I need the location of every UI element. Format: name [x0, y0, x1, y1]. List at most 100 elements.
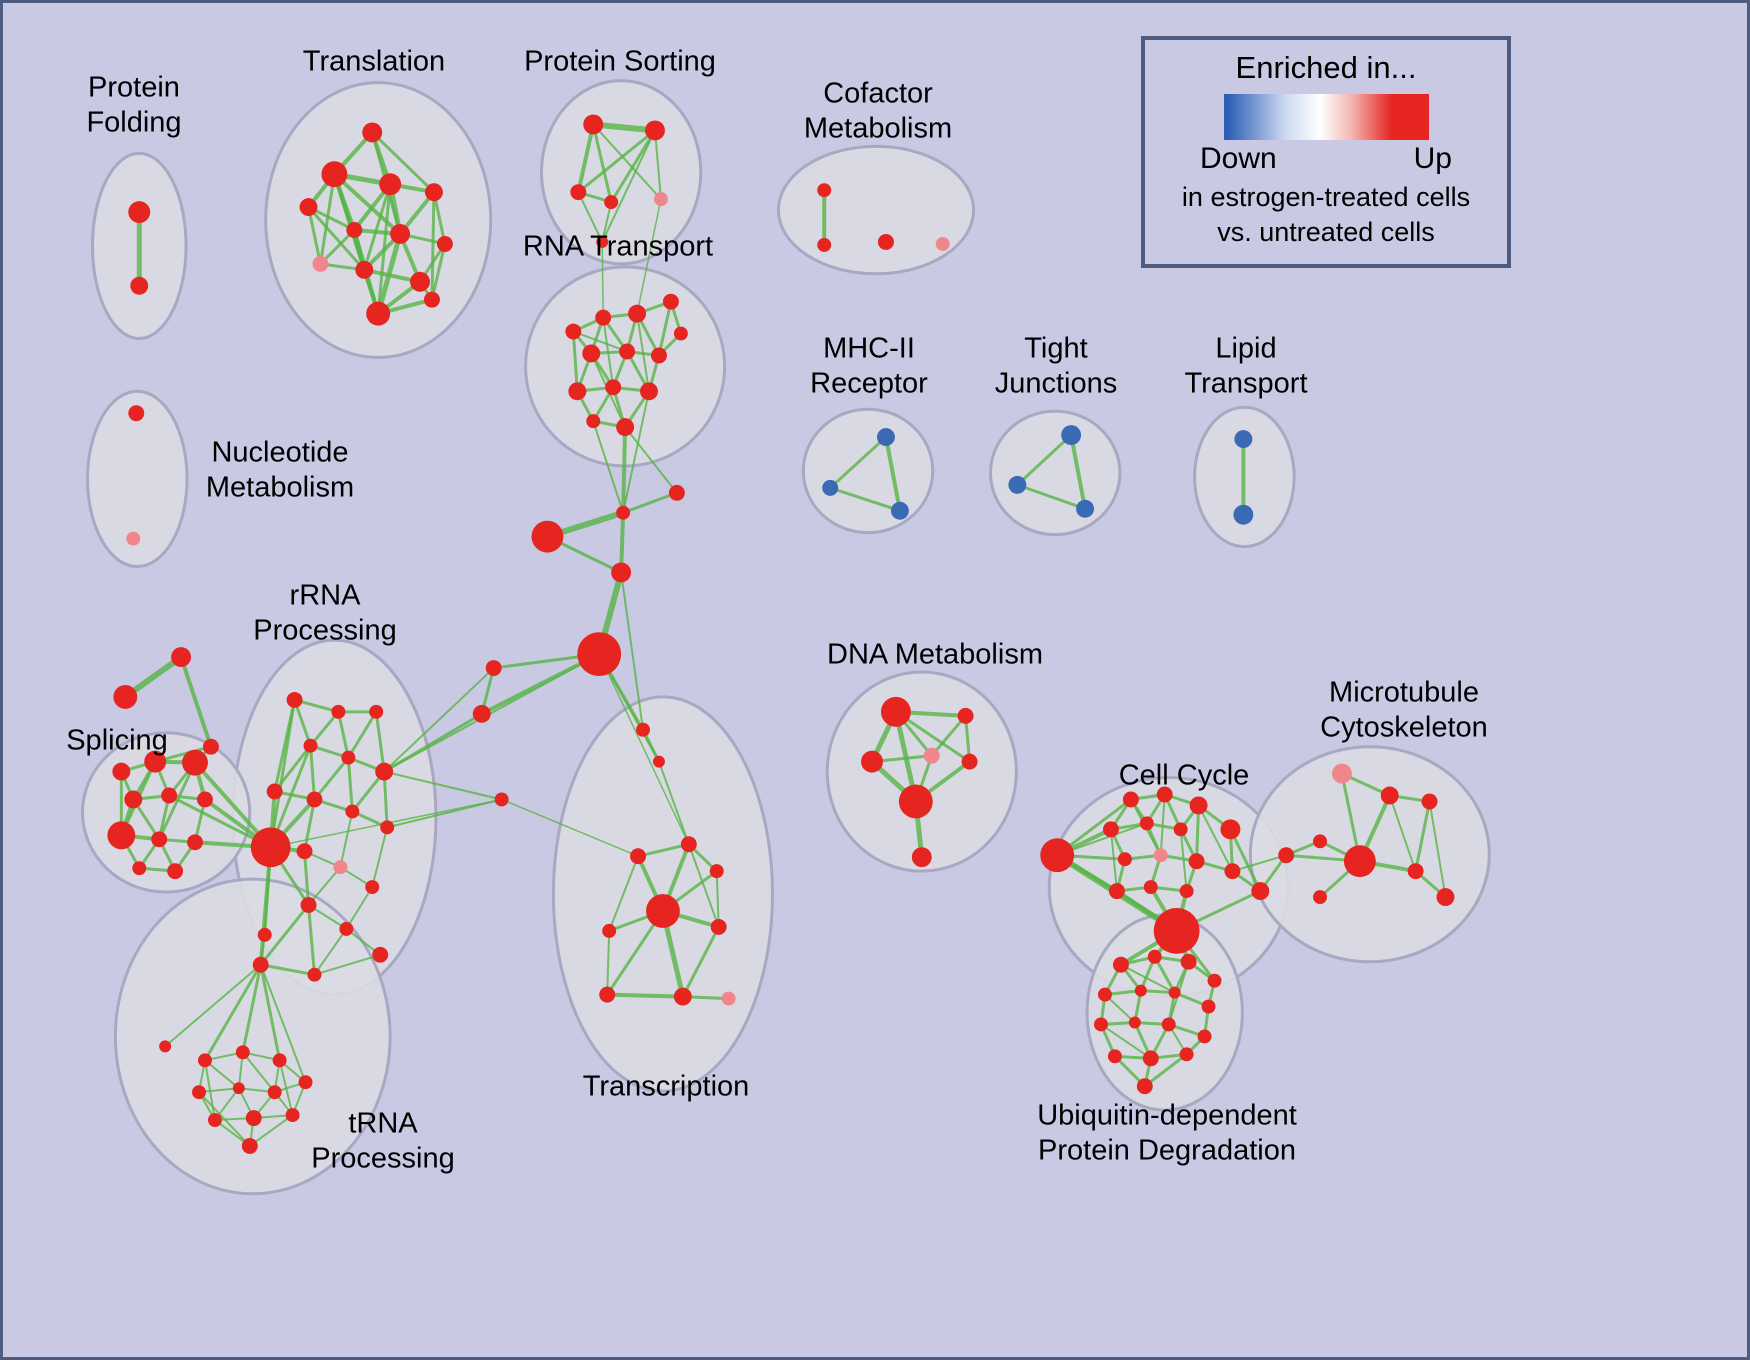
network-node	[1180, 953, 1197, 970]
network-node	[721, 991, 736, 1006]
network-node	[662, 293, 679, 310]
network-edge	[312, 756, 350, 801]
network-edge	[619, 510, 626, 575]
network-node	[207, 1113, 222, 1128]
network-edge	[303, 797, 316, 853]
network-edge	[318, 172, 336, 266]
legend-gradient-bar	[1223, 94, 1429, 140]
network-node	[161, 787, 178, 804]
network-edge	[313, 927, 348, 976]
network-edge	[382, 770, 389, 829]
network-edge	[313, 953, 382, 976]
network-edge	[179, 655, 213, 749]
network-node	[286, 691, 303, 708]
network-node	[923, 747, 940, 764]
network-node	[312, 255, 329, 272]
network-node	[331, 704, 346, 719]
network-edge	[307, 866, 342, 906]
network-node	[611, 562, 632, 583]
network-edge	[657, 760, 690, 846]
network-node	[630, 848, 647, 865]
network-node	[171, 647, 192, 668]
network-node	[345, 804, 360, 819]
network-node	[1161, 1017, 1176, 1032]
network-node	[285, 1108, 300, 1123]
network-svg	[81, 79, 1491, 1196]
network-node	[1234, 430, 1253, 449]
network-edge	[1119, 963, 1176, 994]
network-node	[424, 183, 443, 202]
network-node	[299, 198, 318, 217]
network-edge	[1428, 800, 1447, 899]
network-edge	[259, 963, 307, 1084]
network-node	[650, 347, 667, 364]
network-edge	[382, 712, 484, 774]
network-node	[321, 161, 348, 188]
network-node	[472, 704, 491, 723]
network-edge	[592, 123, 662, 201]
network-node	[128, 405, 145, 422]
cluster-ellipse-trna-processing	[113, 877, 392, 1196]
network-node	[646, 894, 680, 928]
network-node	[898, 784, 933, 819]
network-node	[577, 632, 622, 677]
network-node	[339, 921, 354, 936]
legend-up-label: Up	[1413, 142, 1452, 175]
network-node	[817, 183, 832, 198]
network-edge	[500, 798, 639, 857]
network-edge	[203, 963, 263, 1062]
network-node	[298, 1075, 313, 1090]
network-node	[668, 484, 685, 501]
network-node	[1102, 821, 1119, 838]
network-node	[1156, 786, 1173, 803]
network-node	[365, 880, 380, 895]
network-node	[880, 696, 911, 727]
network-edge	[259, 963, 282, 1062]
network-node	[599, 986, 616, 1003]
network-node	[911, 847, 932, 868]
network-node	[1142, 1050, 1159, 1067]
network-edge	[621, 425, 628, 515]
network-node	[583, 114, 604, 135]
network-edge	[590, 121, 658, 134]
network-node	[1107, 1049, 1122, 1064]
network-node	[1179, 884, 1194, 899]
network-node	[636, 722, 650, 737]
network-node	[653, 192, 668, 207]
cluster-ellipse-protein-sorting	[539, 79, 703, 266]
network-edge	[601, 241, 604, 319]
network-node	[1201, 999, 1216, 1014]
network-node	[531, 520, 564, 553]
network-node	[235, 1045, 250, 1060]
network-edge	[572, 330, 629, 353]
network-node	[113, 684, 138, 709]
network-edge	[605, 992, 685, 999]
network-node	[1139, 816, 1154, 831]
network-node	[300, 897, 317, 913]
network-node	[192, 1085, 206, 1100]
network-edge	[1015, 433, 1073, 487]
legend-subtitle: in estrogen-treated cells vs. untreated …	[1181, 182, 1471, 248]
network-node	[159, 1040, 172, 1053]
network-node	[1136, 1078, 1153, 1095]
network-node	[935, 236, 950, 251]
network-node	[379, 173, 402, 196]
network-node	[640, 382, 658, 401]
network-node	[1173, 822, 1188, 837]
cluster-ellipse-tight-junctions	[988, 409, 1122, 537]
network-edge	[1195, 803, 1201, 863]
network-node	[410, 271, 430, 292]
network-edge	[293, 698, 312, 748]
network-node	[1421, 793, 1438, 810]
network-edge	[164, 963, 262, 1048]
network-node	[252, 956, 269, 973]
network-node	[957, 707, 974, 724]
cluster-ellipse-nucleotide-metabolism	[85, 389, 189, 568]
network-edge	[609, 128, 657, 204]
network-node	[1331, 763, 1352, 784]
network-edge	[681, 925, 721, 999]
network-edge	[259, 963, 316, 977]
network-edge	[1100, 1023, 1152, 1060]
network-node	[570, 184, 587, 201]
